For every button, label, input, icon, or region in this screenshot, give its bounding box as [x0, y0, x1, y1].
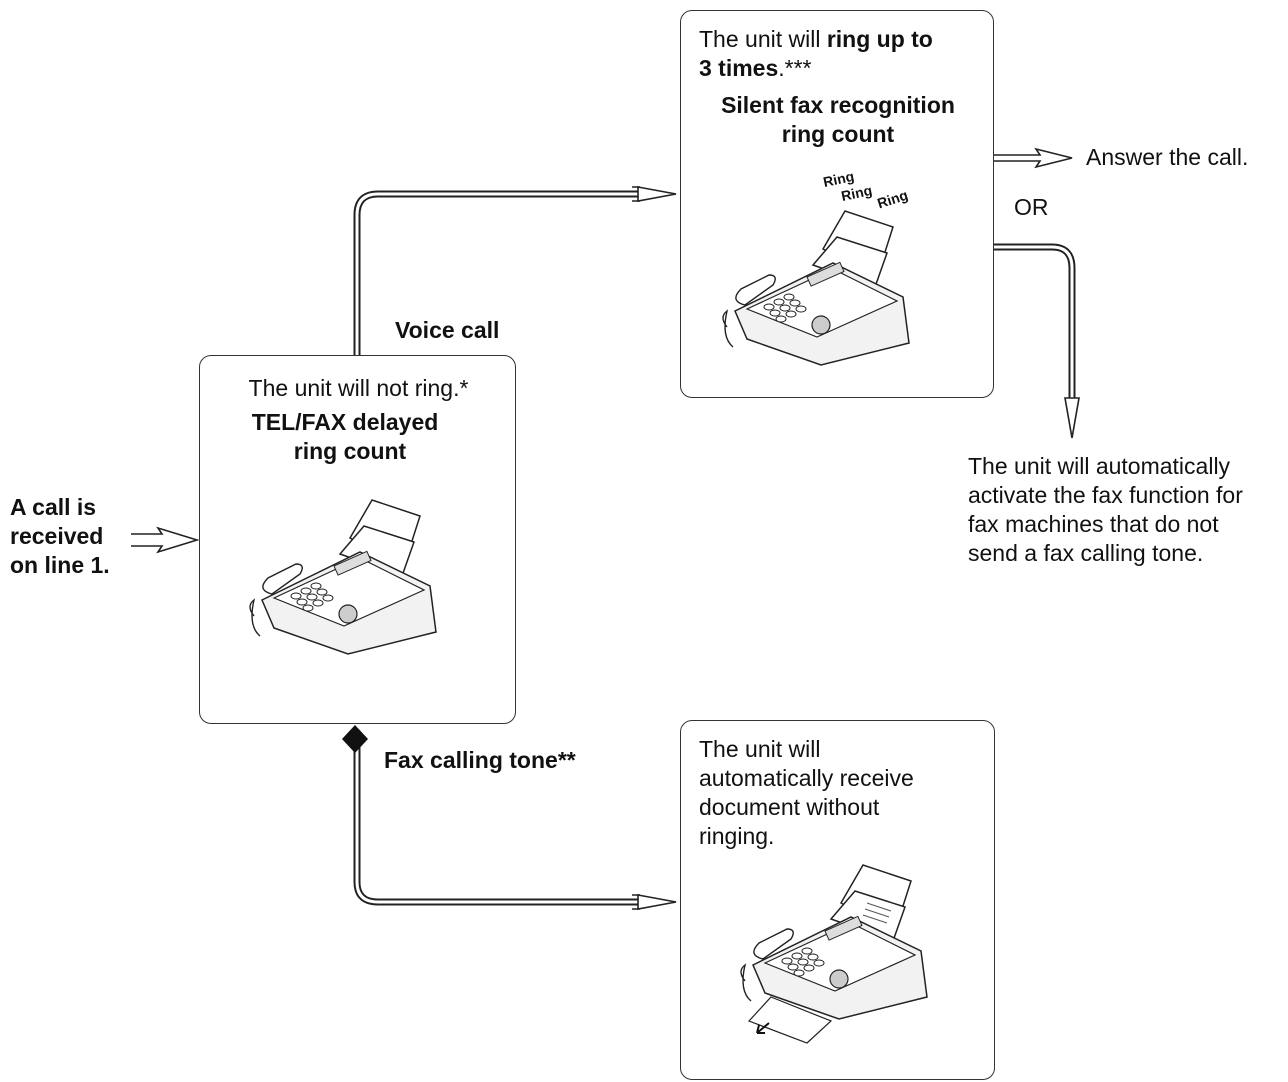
- center-box-title-1: TEL/FAX delayed: [251, 409, 439, 435]
- top-box-title-2: ring count: [781, 121, 895, 147]
- top-box-line-1-bold: ring up to: [826, 26, 933, 52]
- decision-diamond-icon: [342, 725, 368, 753]
- bottom-box-line-3: document without: [699, 794, 880, 820]
- fax-tone-connector: [353, 742, 677, 910]
- top-box-line-1-plain: The unit will: [699, 26, 827, 52]
- center-box-note: The unit will not ring.*: [248, 375, 469, 401]
- answer-arrow: [993, 147, 1073, 169]
- auto-activate-line-3: fax machines that do not: [968, 511, 1219, 537]
- or-label: OR: [1014, 194, 1049, 220]
- auto-activate-connector: [993, 243, 1080, 439]
- bottom-box-line-2: automatically receive: [699, 765, 914, 791]
- start-arrow: [131, 526, 200, 554]
- fax-machine-receiving-icon: [740, 864, 928, 1044]
- top-box-title-1: Silent fax recognition: [721, 92, 955, 118]
- tel-fax-delayed-box: The unit will not ring.* TEL/FAX delayed…: [199, 355, 516, 724]
- silent-fax-recognition-box: The unit will ring up to 3 times.*** Sil…: [680, 10, 994, 398]
- start-line-2: received: [10, 523, 104, 549]
- bottom-box-text: The unit will automatically receive docu…: [699, 735, 914, 851]
- auto-activate-line-1: The unit will automatically: [968, 453, 1231, 479]
- start-line-3: on line 1.: [10, 552, 110, 578]
- call-received-label: A call is received on line 1.: [10, 493, 135, 580]
- top-box-line-2: 3 times.***: [699, 54, 812, 83]
- top-box-line-1: The unit will ring up to: [699, 25, 933, 54]
- auto-activate-line-4: send a fax calling tone.: [968, 540, 1204, 566]
- fax-machine-icon: [249, 499, 437, 655]
- top-box-line-2-plain: .***: [778, 55, 812, 81]
- voice-call-label: Voice call: [395, 317, 500, 343]
- center-box-title-2: ring count: [293, 438, 407, 464]
- bottom-box-line-4: ringing.: [699, 823, 775, 849]
- auto-receive-box: The unit will automatically receive docu…: [680, 720, 995, 1080]
- top-box-line-2-bold: 3 times: [699, 55, 779, 81]
- fax-calling-tone-label: Fax calling tone**: [384, 747, 576, 773]
- voice-call-connector: [353, 186, 677, 355]
- fax-machine-icon: [722, 210, 910, 366]
- bottom-box-line-1: The unit will: [699, 736, 821, 762]
- answer-call-label: Answer the call.: [1086, 144, 1249, 170]
- start-line-1: A call is: [10, 494, 97, 520]
- auto-activate-line-2: activate the fax function for: [968, 482, 1243, 508]
- auto-activate-text: The unit will automatically activate the…: [968, 452, 1286, 568]
